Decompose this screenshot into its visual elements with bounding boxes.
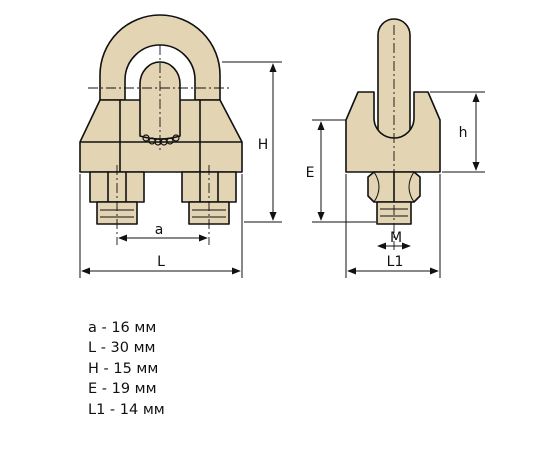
dim-L bbox=[79, 174, 243, 278]
spec-H: H - 15 мм bbox=[88, 360, 159, 377]
label-a: a bbox=[155, 222, 164, 238]
u-bolt bbox=[99, 14, 221, 101]
rope-beads bbox=[142, 134, 180, 146]
side-saddle bbox=[345, 91, 441, 173]
label-L1: L1 bbox=[387, 254, 404, 270]
spec-L: L - 30 мм bbox=[88, 340, 156, 357]
front-view bbox=[79, 14, 282, 278]
spec-list: a - 16 мм L - 30 мм H - 15 мм E - 19 мм … bbox=[88, 318, 165, 420]
side-nut bbox=[367, 171, 421, 225]
dim-E bbox=[312, 119, 376, 223]
label-H: H bbox=[258, 137, 269, 153]
label-E: E bbox=[306, 165, 315, 181]
spec-L1: L1 - 14 мм bbox=[88, 401, 165, 418]
label-L: L bbox=[157, 254, 165, 270]
dim-H bbox=[222, 61, 282, 223]
dim-L1 bbox=[345, 174, 441, 278]
label-h: h bbox=[459, 125, 468, 141]
right-nut bbox=[181, 171, 237, 225]
spec-E: E - 19 мм bbox=[88, 381, 157, 398]
wire-rope-clip-drawing: a L H E h M L1 bbox=[79, 14, 485, 278]
side-view bbox=[312, 18, 485, 278]
label-M: M bbox=[390, 230, 402, 246]
spec-a: a - 16 мм bbox=[88, 320, 157, 336]
dim-h bbox=[430, 91, 485, 173]
